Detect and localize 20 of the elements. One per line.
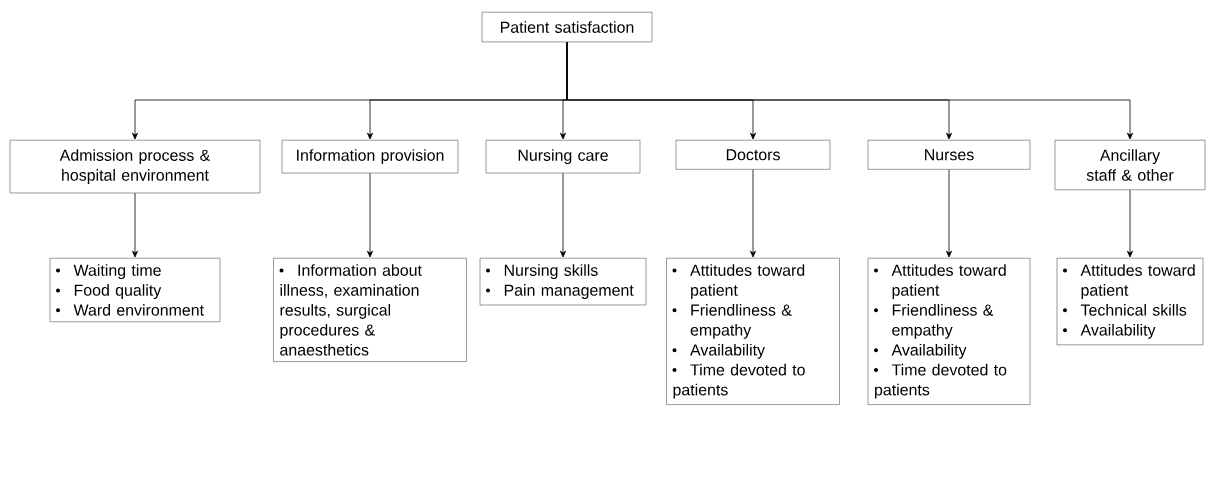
arrow [946, 169, 952, 258]
arrow [132, 192, 138, 258]
bullet-list-box: Attitudes toward patient Friendliness & empathy Availability Time devoted to patients [867, 258, 1031, 405]
arrow [750, 169, 756, 258]
category-box: Ancillary staff & other [1054, 140, 1206, 191]
bullet-list-box: Waiting time Food quality Ward environment [49, 258, 221, 322]
bullet-list-box: Attitudes toward patient Technical skills Availability [1056, 258, 1204, 346]
bullet-list-box: Attitudes toward patient Friendliness & empathy Availability Time devoted to patients [666, 258, 840, 405]
arrow [560, 172, 566, 258]
category-box: Doctors [675, 140, 831, 170]
category-box: Nurses [867, 140, 1031, 170]
arrow [566, 41, 1133, 140]
bullet-list-box: Nursing skills Pain management [479, 258, 647, 306]
bullet-list-box: Information about illness, examination results, surgical procedures & anaesthetics [273, 258, 467, 362]
category-box: Nursing care [485, 140, 641, 174]
category-box: Information provision [281, 140, 459, 174]
arrow [367, 172, 373, 258]
root-box: Patient satisfaction [481, 12, 653, 43]
category-box: Admission process & hospital environment [9, 140, 261, 194]
arrow [1127, 189, 1133, 258]
